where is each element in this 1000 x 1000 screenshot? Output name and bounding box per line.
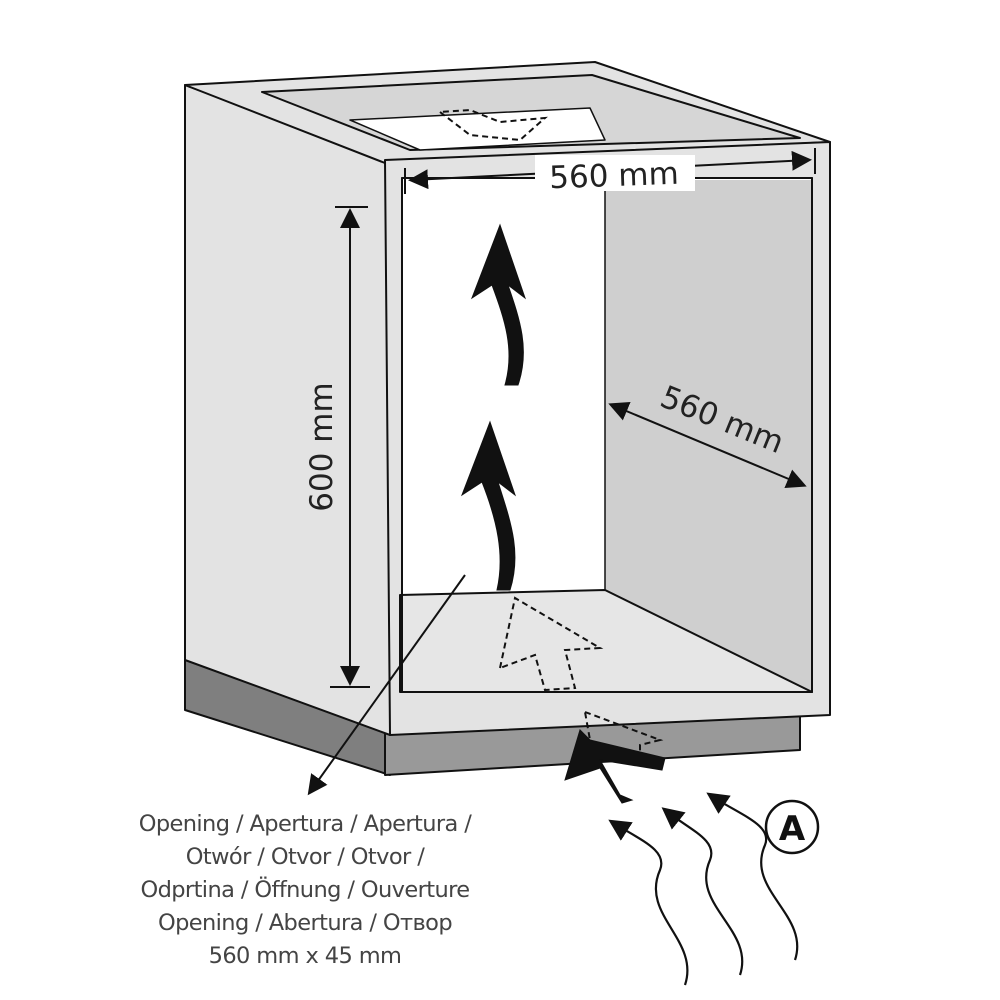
caption-line: Odprtina / Öffnung / Ouverture: [140, 877, 470, 903]
height-label: 600 mm: [304, 382, 340, 511]
left-side-panel: [184, 84, 391, 736]
width-label: 560 mm: [549, 156, 680, 196]
wavy-arrow-1: [608, 819, 689, 986]
opening-caption: Opening / Apertura / Apertura / Otwór / …: [90, 808, 520, 973]
airflow-arrow-lower: [460, 420, 517, 591]
caption-line: Otwór / Otvor / Otvor /: [185, 844, 425, 870]
wavy-arrow-3: [706, 792, 799, 961]
caption-line: Opening / Abertura / Отвор: [157, 910, 453, 936]
marker-label: A: [779, 809, 806, 849]
wavy-arrow-2: [661, 807, 744, 976]
caption-line: 560 mm x 45 mm: [208, 943, 402, 969]
intake-arrow: [564, 729, 666, 804]
opening-leader-line: [307, 574, 466, 796]
depth-dimension-line: [608, 401, 807, 489]
marker-a: A: [764, 799, 820, 855]
airflow-arrow-upper: [470, 223, 527, 386]
dashed-arrow-top: [437, 108, 548, 142]
caption-line: Opening / Apertura / Apertura /: [138, 811, 472, 837]
dashed-arrow-floor: [498, 596, 604, 692]
